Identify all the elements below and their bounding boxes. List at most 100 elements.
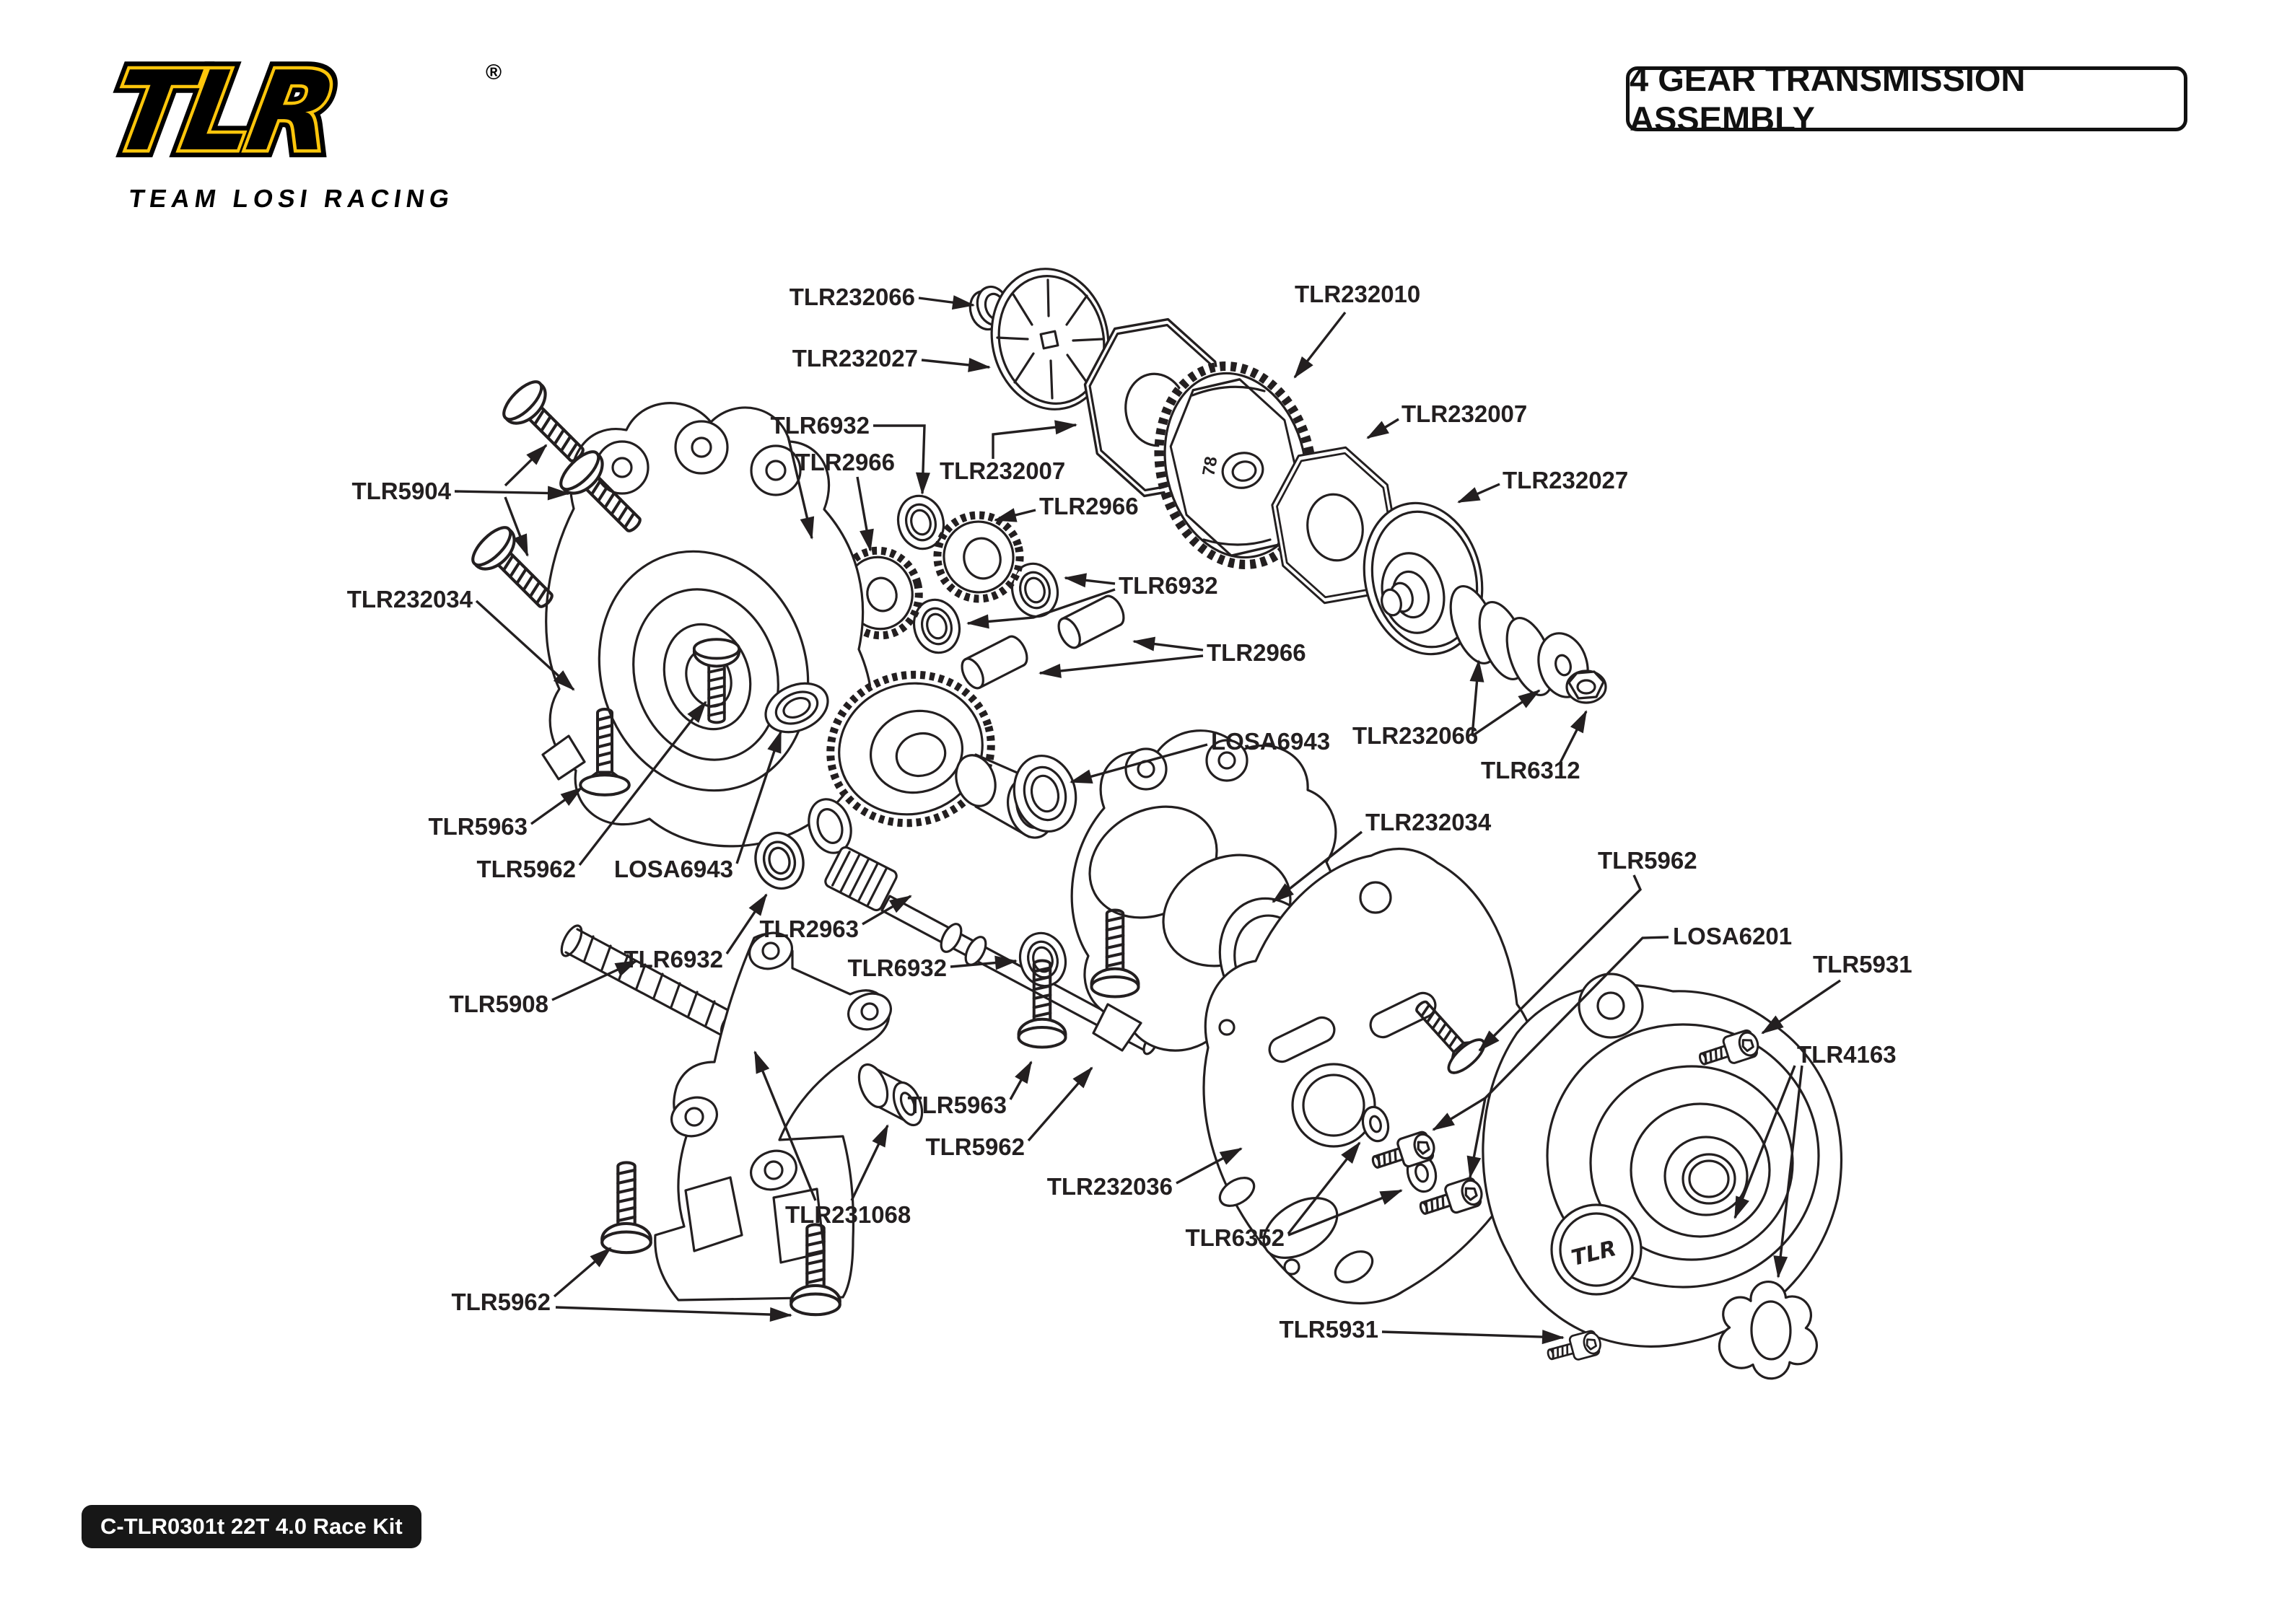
leader-line xyxy=(1773,1065,1803,1278)
part-label: TLR5931 xyxy=(1279,1316,1378,1343)
part-label: TLR6932 xyxy=(770,412,870,439)
leader-line xyxy=(1457,483,1500,504)
part-label: TLR5962 xyxy=(451,1289,551,1315)
leader-line xyxy=(1064,573,1116,588)
part-label: TLR2966 xyxy=(1207,639,1306,666)
leader-line xyxy=(1466,1097,1487,1179)
part-lock-nut xyxy=(1565,670,1607,704)
part-label: LOSA6201 xyxy=(1673,923,1793,949)
leader-line xyxy=(787,436,815,540)
part-label: TLR5963 xyxy=(907,1092,1007,1118)
part-rubber-plug xyxy=(1718,1280,1818,1380)
leader-line xyxy=(1432,936,1669,1131)
part-label: TLR6932 xyxy=(1119,572,1218,599)
leader-line xyxy=(994,508,1036,522)
leader-line xyxy=(475,600,575,691)
part-label: TLR6352 xyxy=(1185,1224,1285,1251)
leader-line xyxy=(578,701,707,866)
leader-line xyxy=(504,444,548,487)
leader-line xyxy=(873,424,930,495)
leader-line xyxy=(1009,1061,1033,1100)
part-gearbox-half-left xyxy=(541,402,874,848)
part-slipper-pad-rear xyxy=(1263,440,1407,610)
part-label: TLR232066 xyxy=(789,284,915,310)
part-label: TLR232036 xyxy=(1046,1173,1173,1200)
part-label: TLR5904 xyxy=(351,478,451,504)
part-label: TLR2966 xyxy=(795,449,895,475)
part-label: TLR232034 xyxy=(1365,809,1492,835)
leader-line xyxy=(725,893,768,954)
part-spacer xyxy=(857,1063,924,1127)
leader-line xyxy=(1559,710,1588,763)
leader-line xyxy=(992,420,1077,459)
kit-badge: C-TLR0301t 22T 4.0 Race Kit xyxy=(82,1505,421,1548)
leader-line xyxy=(555,1306,792,1322)
leader-line xyxy=(735,730,782,864)
leader-line xyxy=(1733,1065,1796,1219)
leader-line xyxy=(1038,654,1204,678)
part-label: TLR231068 xyxy=(785,1201,911,1228)
leader-line xyxy=(850,1124,889,1201)
part-label: TLR5963 xyxy=(428,813,528,840)
part-label: TLR6932 xyxy=(624,946,723,973)
part-label: TLR2966 xyxy=(1039,493,1139,519)
leader-line xyxy=(950,955,1018,970)
leader-line xyxy=(1176,1147,1243,1185)
part-washer xyxy=(1361,1105,1390,1143)
leader-line xyxy=(1761,979,1841,1035)
leader-line xyxy=(530,786,583,825)
leader-line xyxy=(1272,830,1363,903)
leader-line xyxy=(1381,1330,1565,1345)
leader-line xyxy=(1027,1066,1093,1142)
part-label: LOSA6943 xyxy=(613,856,733,882)
part-label: TLR5931 xyxy=(1813,951,1912,978)
part-label: TLR232010 xyxy=(1295,281,1421,307)
part-label: TLR232007 xyxy=(940,457,1066,484)
leader-line xyxy=(1366,418,1399,439)
part-label: TLR5962 xyxy=(1598,847,1697,874)
tlr-logo: TLR TLR TLR ® TEAM LOSI RACING xyxy=(92,40,502,216)
leader-line xyxy=(504,496,529,557)
part-motor-mount-bracket xyxy=(654,931,892,1302)
page-title: 4 GEAR TRANSMISSION ASSEMBLY xyxy=(1626,60,2187,138)
part-label: TLR232027 xyxy=(792,345,918,372)
part-label: TLR5962 xyxy=(925,1133,1025,1160)
part-label: TLR5962 xyxy=(476,856,576,882)
part-gear-cover: TLR xyxy=(1482,973,1843,1348)
leader-line xyxy=(856,476,874,552)
part-label: TLR6932 xyxy=(847,954,947,981)
leader-line xyxy=(1478,874,1643,1052)
part-top-shaft xyxy=(824,846,1158,1055)
leader-line xyxy=(966,588,1116,629)
leader-line xyxy=(1293,311,1347,379)
part-label: TLR4163 xyxy=(1797,1041,1897,1068)
leader-line xyxy=(454,486,570,501)
leader-line xyxy=(921,357,991,372)
leader-line xyxy=(1287,1189,1403,1237)
leader-line xyxy=(551,960,638,1001)
leader-line xyxy=(553,1247,612,1298)
leader-line xyxy=(753,1050,817,1201)
leader-line xyxy=(1287,1141,1361,1235)
leader-line xyxy=(1070,743,1208,784)
part-label: TLR232034 xyxy=(346,586,473,613)
part-slipper-plate-front xyxy=(990,268,1110,411)
part-label: TLR232007 xyxy=(1401,400,1528,427)
leader-line xyxy=(862,895,912,926)
spur-gear-tooth-count: 78 xyxy=(1199,455,1221,478)
bearing-wide xyxy=(764,682,829,734)
leader-line xyxy=(918,295,975,310)
part-label: TLR2963 xyxy=(759,916,859,942)
part-label: TLR6312 xyxy=(1481,757,1580,784)
part-idler-gear-rear xyxy=(933,511,1024,603)
leader-line xyxy=(1471,689,1541,737)
leader-line xyxy=(1469,659,1484,737)
part-label: TLR5908 xyxy=(449,991,548,1017)
part-label: TLR232066 xyxy=(1352,722,1479,749)
part-label: TLR232027 xyxy=(1503,467,1629,493)
registered-mark: ® xyxy=(486,61,502,84)
part-label: LOSA6943 xyxy=(1211,728,1331,755)
